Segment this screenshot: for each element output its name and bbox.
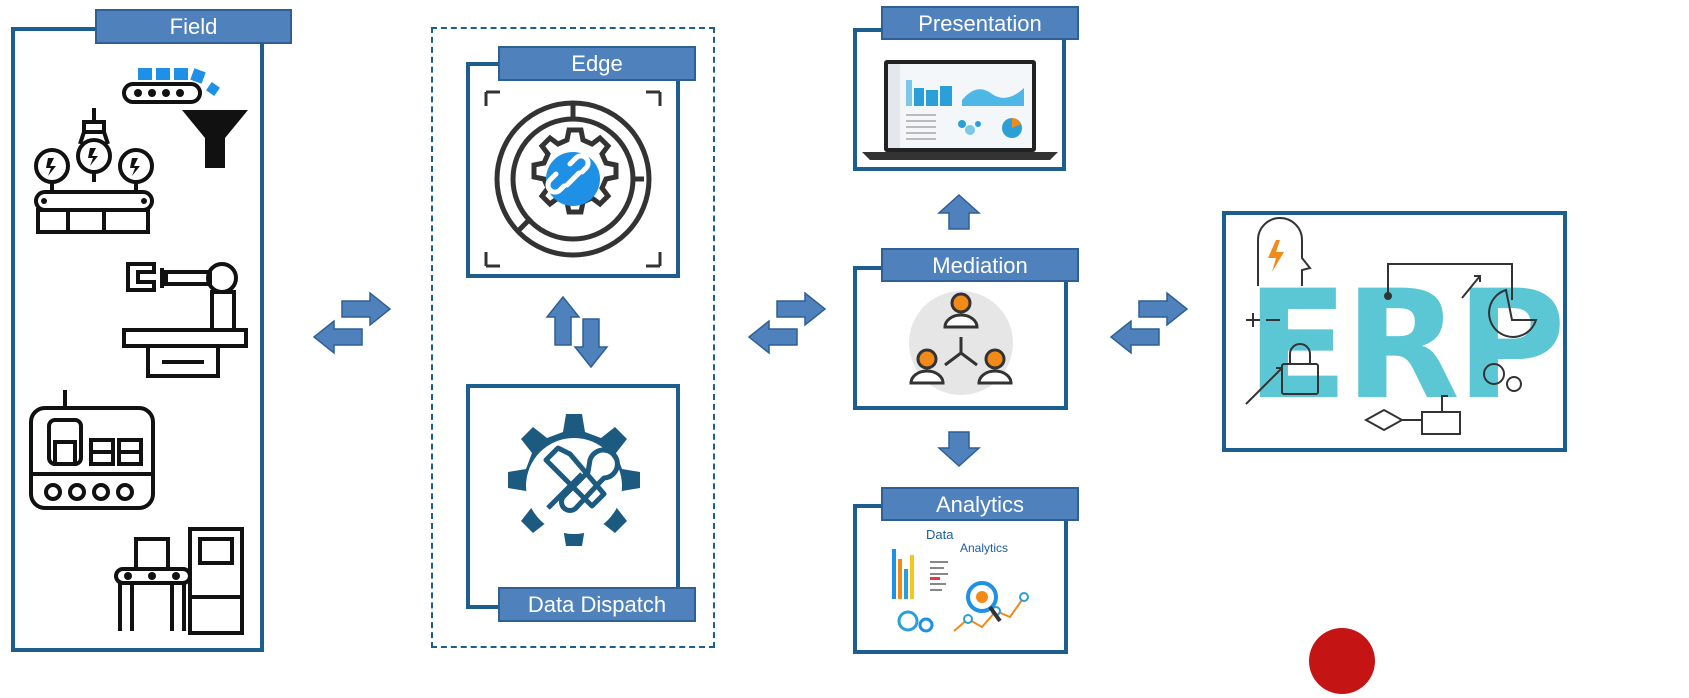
bidirectional-arrow-icon: [312, 291, 392, 355]
laptop-dashboard-icon: [862, 60, 1058, 160]
mediation-label: Mediation: [881, 248, 1079, 282]
edge-label: Edge: [498, 46, 696, 81]
presentation-label: Presentation: [881, 6, 1079, 40]
packaging-machine-icon: [114, 527, 244, 635]
network-people-icon: [909, 291, 1013, 395]
analytics-image-text-analytics: Analytics: [960, 541, 1009, 555]
down-arrow-icon: [937, 431, 981, 468]
analytics-label: Analytics: [881, 487, 1079, 521]
edge-group-dashed-border: [431, 27, 715, 648]
edge-gear-maze-icon: [484, 90, 662, 268]
erp-logo-icon: [1245, 217, 1538, 435]
analytics-image-text-data: Data: [926, 527, 954, 542]
field-label: Field: [95, 9, 292, 44]
bidirectional-arrow-icon: [747, 291, 827, 355]
robot-gripper-press-icon: [34, 108, 154, 234]
red-circle-badge: [1309, 628, 1375, 694]
bidirectional-arrow-icon: [1109, 291, 1189, 355]
vertical-bidirectional-arrow-icon: [545, 295, 609, 369]
data-dispatch-label: Data Dispatch: [498, 587, 696, 622]
control-panel-icon: [29, 390, 155, 510]
data-analytics-icon: [892, 549, 1029, 633]
conveyor-funnel-icon: [122, 68, 248, 168]
wrench-hammer-gear-icon: [508, 414, 640, 546]
erp-panel: [1222, 211, 1567, 452]
up-arrow-icon: [937, 193, 981, 230]
robotic-arm-icon: [122, 262, 248, 378]
